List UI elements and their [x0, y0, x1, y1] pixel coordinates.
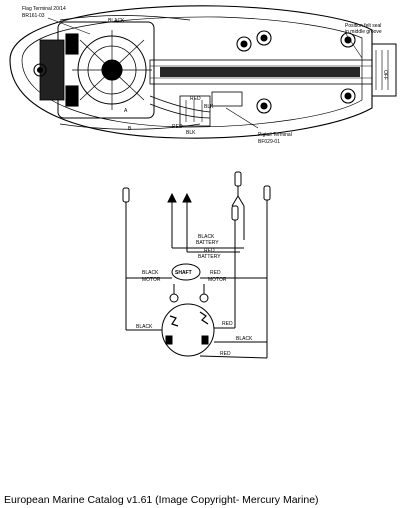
- connector: [234, 171, 242, 196]
- small-label: BLK: [204, 104, 214, 110]
- small-label: RED: [190, 96, 201, 102]
- screw: [33, 63, 47, 77]
- small-label: RED: [172, 124, 183, 130]
- red-battery-label: RED: [204, 248, 215, 254]
- schematic-drawing: [122, 171, 271, 359]
- black-motor-label: BLACK: [142, 270, 159, 276]
- motor-circle: [161, 303, 215, 357]
- wire-label: RED: [220, 351, 231, 357]
- schematic-labels: BLACK BATTERY RED BATTERY SHAFT BLACK MO…: [136, 234, 253, 357]
- letter-a-label: A: [124, 108, 128, 114]
- image-caption: European Marine Catalog v1.61 (Image Cop…: [4, 494, 319, 506]
- red-battery-label-2: BATTERY: [198, 254, 221, 260]
- off-label: OFF: [382, 70, 388, 80]
- red-motor-label: RED: [210, 270, 221, 276]
- black-battery-label: BLACK: [198, 234, 215, 240]
- screw: [340, 32, 356, 48]
- black-wire-label: BLACK: [108, 18, 125, 24]
- flag-terminal-part: BR161-03: [22, 13, 45, 19]
- housing-labels: Flag Terminal 20/14 BR161-03 BLACK Posit…: [22, 6, 388, 145]
- shaft-label: SHAFT: [175, 270, 192, 276]
- screw: [256, 98, 272, 114]
- wire-label: RED: [222, 321, 233, 327]
- wire-label: BLACK: [136, 324, 153, 330]
- screw: [256, 30, 272, 46]
- pigtail-terminal-part: BF029-01: [258, 139, 280, 145]
- screw: [236, 36, 252, 52]
- connector: [122, 187, 130, 330]
- connector: [263, 185, 271, 358]
- red-motor-label-2: MOTOR: [208, 277, 227, 283]
- letter-b-label: B: [128, 126, 132, 132]
- pigtail-terminal-label: Pigtail Terminal: [258, 132, 292, 138]
- shaft-oval: [171, 263, 201, 281]
- black-battery-label-2: BATTERY: [196, 240, 219, 246]
- felt-seal-label-1: Position felt seal: [345, 23, 381, 29]
- wire-label: BLACK: [236, 336, 253, 342]
- battery-arrow: [167, 192, 177, 203]
- flag-terminal-label: Flag Terminal 20/14: [22, 6, 66, 12]
- felt-seal-label-2: in middle groove: [345, 29, 382, 35]
- small-label: BLK: [186, 130, 196, 136]
- screw: [340, 88, 356, 104]
- motor-housing-drawing: [9, 5, 397, 139]
- battery-arrow: [182, 192, 192, 203]
- connector: [231, 205, 239, 300]
- black-motor-label-2: MOTOR: [142, 277, 161, 283]
- housing-outline: [9, 5, 373, 139]
